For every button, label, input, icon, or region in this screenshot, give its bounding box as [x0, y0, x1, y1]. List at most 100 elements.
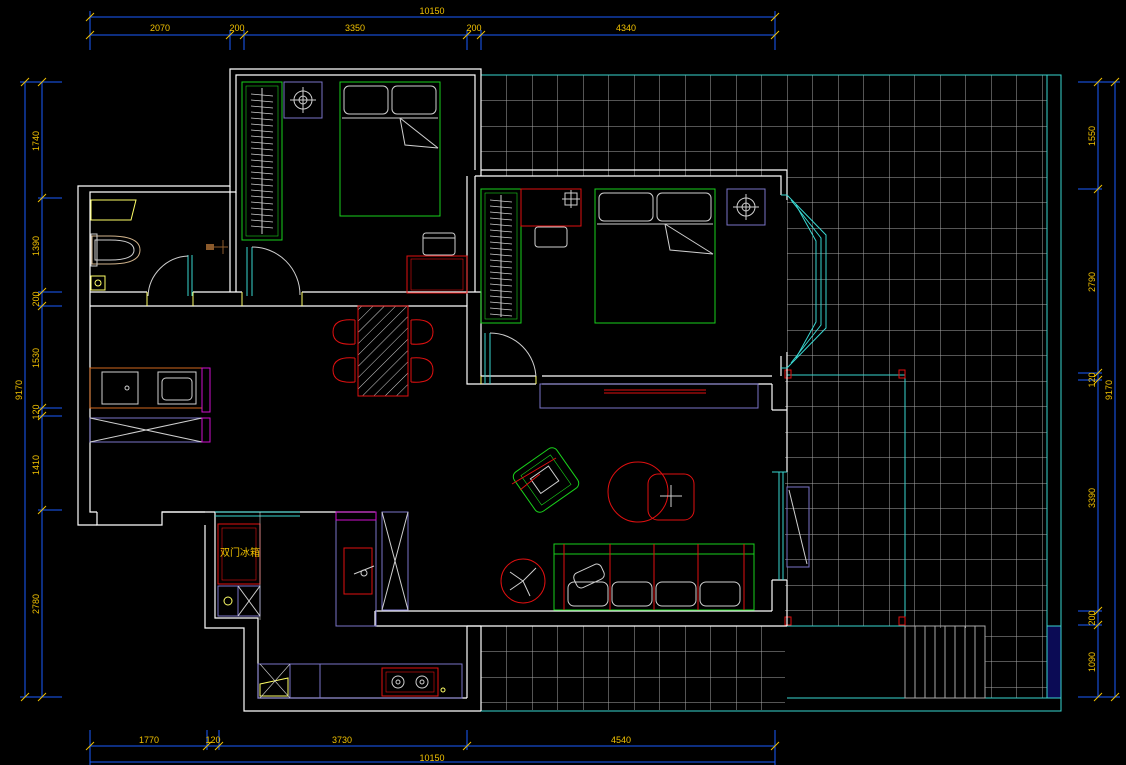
hanger-line	[489, 277, 513, 281]
shower-valve-icon	[206, 240, 228, 254]
hanger-line	[250, 129, 274, 133]
top-total-dimension: 10150	[419, 6, 444, 16]
round-stool-icon	[500, 558, 546, 604]
bay-window-icon	[781, 194, 827, 369]
bottom-dimension-chain	[85, 730, 780, 765]
windows	[215, 471, 810, 580]
left-dimension-7: 2780	[31, 594, 41, 614]
hanger-line	[489, 223, 513, 227]
hanger-line	[489, 211, 513, 215]
hanger-line	[489, 241, 513, 245]
hanger-line	[250, 213, 274, 217]
bathroom	[90, 199, 228, 306]
right-dimension-chain	[1078, 77, 1120, 702]
sink-icon	[343, 547, 375, 595]
top-dimension-1: 2070	[150, 23, 170, 33]
hanger-line	[489, 295, 513, 299]
hanger-line	[250, 165, 274, 169]
kitchen: 双门冰箱	[217, 511, 463, 699]
hanger-line	[250, 99, 274, 103]
right-dimension-1: 1550	[1087, 126, 1097, 146]
washer-cabinet	[89, 367, 211, 443]
roof-terrace	[481, 74, 1062, 712]
door-swing-icon	[480, 332, 537, 384]
hanger-line	[250, 195, 274, 199]
bottom-dimension-1: 1770	[139, 735, 159, 745]
hanger-line	[250, 141, 274, 145]
bed-icon	[339, 81, 441, 217]
hanger-line	[250, 201, 274, 205]
bed-icon	[594, 188, 716, 324]
hanger-line	[250, 183, 274, 187]
left-dimension-chain	[20, 77, 62, 702]
bottom-dimension-2: 120	[205, 735, 220, 745]
top-dimension-chain	[85, 11, 780, 50]
hanger-line	[489, 283, 513, 287]
bath-counter-icon	[90, 199, 137, 221]
top-dimension-2: 200	[229, 23, 244, 33]
nightstand-lamp-icon	[283, 81, 323, 119]
hanger-line	[250, 219, 274, 223]
top-dimension-5: 4340	[616, 23, 636, 33]
bedroom-2	[480, 188, 766, 384]
hanger-line	[489, 199, 513, 203]
bottom-dimension-4: 4540	[611, 735, 631, 745]
hanger-line	[250, 177, 274, 181]
hanger-line	[489, 265, 513, 269]
hanger-line	[489, 289, 513, 293]
hanger-line	[489, 217, 513, 221]
left-dimension-3: 200	[31, 291, 41, 306]
bottom-total-dimension: 10150	[419, 753, 444, 763]
fridge-label: 双门冰箱	[220, 546, 260, 559]
right-dimension-6: 1090	[1087, 652, 1097, 672]
hanger-line	[250, 135, 274, 139]
right-dimension-4: 3390	[1087, 488, 1097, 508]
left-dimension-5: 120	[31, 404, 41, 419]
left-total-dimension: 9170	[14, 380, 24, 400]
bottom-dimension-3: 3730	[332, 735, 352, 745]
top-dimension-3: 3350	[345, 23, 365, 33]
sofa-icon	[553, 543, 755, 611]
left-dimension-2: 1390	[31, 236, 41, 256]
stove-icon	[381, 667, 439, 697]
hanger-line	[250, 189, 274, 193]
round-table-icon	[607, 461, 695, 523]
hanger-line	[489, 301, 513, 305]
hanger-line	[250, 111, 274, 115]
hanger-line	[489, 235, 513, 239]
tv-cabinet	[539, 383, 759, 409]
hanger-line	[250, 207, 274, 211]
door-swing-icon	[241, 246, 303, 306]
hanger-line	[250, 171, 274, 175]
hanger-line	[250, 147, 274, 151]
hanger-line	[250, 93, 274, 97]
hanger-line	[250, 117, 274, 121]
hanger-line	[489, 313, 513, 317]
left-dimension-4: 1530	[31, 348, 41, 368]
hanger-line	[250, 159, 274, 163]
hanger-line	[489, 253, 513, 257]
left-dimension-1: 1740	[31, 131, 41, 151]
dining-table-icon	[332, 305, 434, 397]
top-dimension-4: 200	[466, 23, 481, 33]
wardrobe-hangers	[489, 199, 513, 317]
terrace-stairs	[904, 625, 986, 699]
hanger-line	[250, 225, 274, 229]
hanger-line	[250, 123, 274, 127]
armchair-icon	[511, 447, 580, 513]
right-dimension-3: 120	[1087, 372, 1097, 387]
nightstand-lamp-icon	[726, 188, 766, 226]
desk-icon	[406, 232, 468, 294]
toilet-icon	[90, 233, 141, 267]
right-total-dimension: 9170	[1104, 380, 1114, 400]
wardrobe-hangers	[250, 93, 274, 229]
hanger-line	[489, 247, 513, 251]
bedroom-1	[241, 81, 468, 306]
desk-icon	[520, 188, 582, 248]
door-swing-icon	[146, 255, 194, 306]
left-dimension-6: 1410	[31, 455, 41, 475]
hanger-line	[489, 205, 513, 209]
hanger-line	[489, 307, 513, 311]
hanger-line	[489, 229, 513, 233]
